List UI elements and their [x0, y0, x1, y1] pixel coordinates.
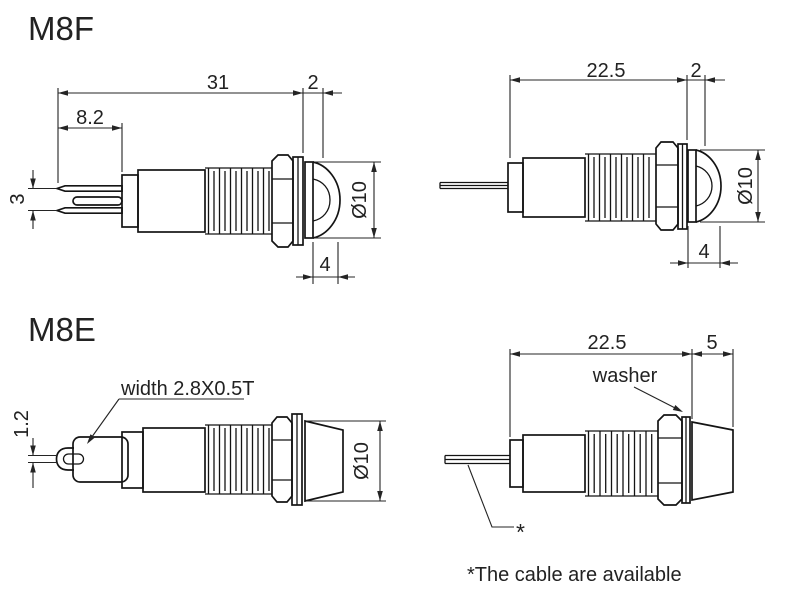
lens-dome: [312, 178, 331, 222]
dim-overall-length-label: 22.5: [587, 60, 626, 82]
thread-section: [205, 424, 272, 495]
hex-nut: [271, 416, 293, 503]
m8e-pin-view: M8E: [11, 311, 386, 506]
hex-nut: [271, 154, 294, 248]
hex-nut: [657, 414, 683, 506]
spade-terminal: [72, 436, 129, 483]
dim-overall-length-label: 22.5: [588, 332, 627, 354]
m8e-pin-view-dimension-lines: [28, 398, 386, 502]
hex-nut-facets: [272, 439, 292, 481]
lamp-body: [137, 169, 206, 233]
m8f-title: M8F: [28, 10, 94, 47]
m8e-cable-view-part: [444, 414, 734, 506]
cable-wires: [439, 181, 508, 190]
m8e-pin-view-part: [55, 413, 344, 506]
middle-tab: [72, 196, 123, 206]
lens-flange: [304, 161, 314, 239]
lamp-body: [142, 427, 206, 493]
lens-bezel: [312, 161, 341, 239]
dim-head-depth-label: 5: [706, 332, 717, 354]
hex-nut-facets: [658, 437, 682, 484]
spade-terminal-tip: [55, 447, 74, 471]
rear-cap: [509, 439, 524, 488]
dim-tab-thickness-label: 1.2: [11, 410, 33, 438]
rear-cap: [507, 162, 524, 213]
dim-lens-height-label: 4: [319, 254, 330, 276]
dim-lens-height-label: 4: [698, 241, 709, 263]
rear-collar: [121, 174, 139, 228]
m8e-cable-view: 22.5 5 washer *: [444, 332, 734, 545]
cable-wires: [444, 454, 510, 465]
hex-nut-facets: [272, 178, 293, 224]
m8f-pin-view-dimension-lines: [28, 88, 381, 284]
m8f-pin-view: M8F: [7, 10, 381, 284]
dim-lens-diameter-label: Ø10: [351, 442, 373, 480]
lens-flange: [687, 149, 697, 223]
thread-section: [585, 430, 658, 497]
footnote: *The cable are available: [467, 564, 682, 586]
lamp-body: [522, 157, 586, 218]
m8f-cable-view: 22.5 2 Ø10 4: [439, 60, 765, 268]
m8f-cable-view-arrowheads: [510, 77, 761, 266]
top-pin: [54, 184, 123, 193]
thread-section: [205, 167, 272, 235]
washer-label: washer: [592, 365, 658, 387]
lamp-body: [522, 434, 586, 493]
m8f-cable-view-part: [439, 141, 722, 231]
dim-pin-length-label: 8.2: [76, 107, 104, 129]
lens-dome: [695, 165, 713, 207]
hex-nut-facets: [656, 164, 678, 208]
dim-bezel-lip-label: 2: [690, 60, 701, 82]
dim-lens-diameter-label: Ø10: [735, 167, 757, 205]
dim-bezel-lip-label: 2: [307, 72, 318, 94]
dim-pin-spacing-label: 3: [7, 193, 29, 204]
thread-section: [585, 153, 656, 222]
m8f-pin-view-part: [54, 154, 341, 248]
dim-lens-diameter-label: Ø10: [349, 181, 371, 219]
hex-nut: [655, 141, 679, 231]
cone-bezel: [691, 420, 734, 502]
terminal-width-label: width 2.8X0.5T: [120, 378, 254, 400]
cone-bezel: [304, 419, 344, 503]
cable-asterisk-marker: *: [516, 519, 525, 545]
m8f-cable-view-dimension-lines: [509, 75, 765, 268]
m8e-title: M8E: [28, 311, 96, 348]
bottom-pin: [54, 206, 123, 215]
terminal-slot: [62, 453, 85, 465]
dim-overall-length-label: 31: [207, 72, 229, 94]
lens-bezel: [695, 149, 722, 223]
